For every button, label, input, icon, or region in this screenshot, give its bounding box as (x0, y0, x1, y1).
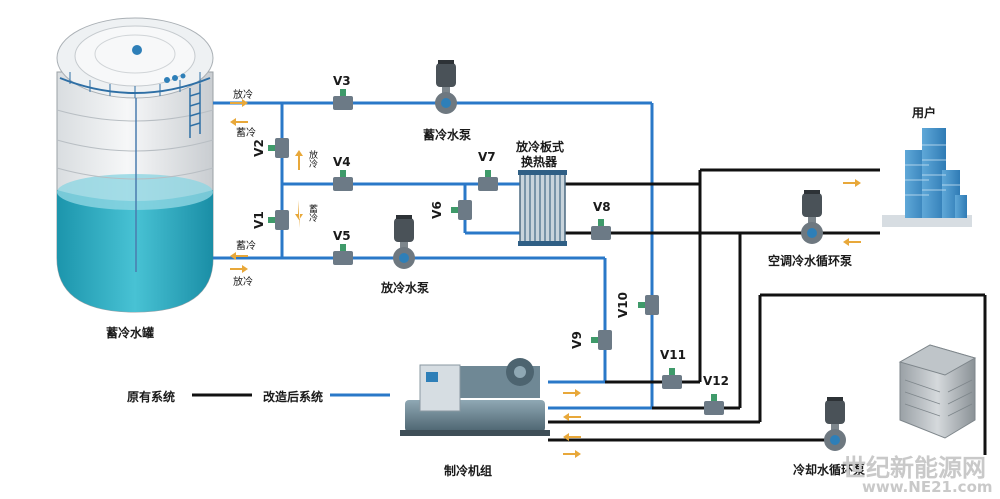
valve-v1-label: V1 (251, 211, 266, 229)
valve-v6-label: V6 (429, 201, 444, 219)
legend-modified-label: 改造后系统 (263, 390, 324, 404)
discharge-pump-icon (393, 215, 415, 269)
valve-v5-label: V5 (333, 229, 351, 243)
valve-v8-label: V8 (593, 200, 611, 214)
valve-v10-icon (638, 295, 659, 315)
chiller-label: 制冷机组 (444, 464, 493, 478)
charge-pump-icon (435, 60, 457, 114)
watermark-line1: 世纪新能源网 (842, 454, 986, 482)
valve-v5-icon (333, 244, 353, 265)
flow-label-v1-side: 蓄冷 (307, 204, 317, 222)
valve-v3-label: V3 (333, 74, 351, 88)
user-label: 用户 (912, 106, 937, 120)
flow-label-discharge-bottom: 放冷 (233, 277, 253, 288)
valve-v4-label: V4 (333, 155, 351, 169)
heat-exchanger-label-line1: 放冷板式 (516, 140, 565, 154)
valve-v3-icon (333, 89, 353, 110)
cooling-pump-label: 冷却水循环泵 (793, 463, 866, 477)
cooling-pump-icon (824, 397, 846, 451)
ac-pump-label: 空调冷水循环泵 (768, 254, 853, 268)
valve-v11-icon (662, 368, 682, 389)
valve-v10-label: V10 (616, 292, 630, 318)
flow-label-charge-top: 蓄冷 (236, 128, 256, 139)
original-pipes (548, 168, 987, 455)
valve-v1-icon (268, 210, 289, 230)
valve-v7-icon (478, 170, 498, 191)
valve-v12-label: V12 (703, 374, 729, 388)
chiller-unit-icon (400, 358, 550, 436)
discharge-pump-label: 放冷水泵 (381, 281, 430, 295)
plate-heat-exchanger-icon (518, 170, 567, 246)
valve-v4-icon (333, 170, 353, 191)
valve-v8-icon (591, 219, 611, 240)
valve-v2-icon (268, 138, 289, 158)
cooling-tower-icon (898, 344, 977, 439)
watermark-line2: www.NE21.com (862, 478, 993, 496)
flow-label-charge-bottom: 蓄冷 (236, 241, 256, 252)
valve-v2-label: V2 (251, 139, 266, 157)
heat-exchanger-label-line2: 换热器 (521, 155, 558, 169)
valve-v11-label: V11 (660, 348, 686, 362)
flow-arrows (230, 99, 861, 458)
charge-pump-label: 蓄冷水泵 (423, 128, 472, 142)
storage-tank (56, 17, 214, 313)
valve-v9-label: V9 (569, 331, 584, 349)
valve-v7-label: V7 (478, 150, 496, 164)
valve-v12-icon (704, 394, 724, 415)
flow-label-discharge-top: 放冷 (233, 90, 253, 101)
user-building-icon (882, 128, 972, 227)
valve-v9-icon (591, 330, 612, 350)
ac-pump-icon (801, 190, 823, 244)
legend-original-label: 原有系统 (127, 390, 176, 404)
valve-v6-icon (451, 200, 472, 220)
flow-label-v2-side: 放冷 (307, 150, 317, 168)
tank-label: 蓄冷水罐 (106, 326, 155, 340)
